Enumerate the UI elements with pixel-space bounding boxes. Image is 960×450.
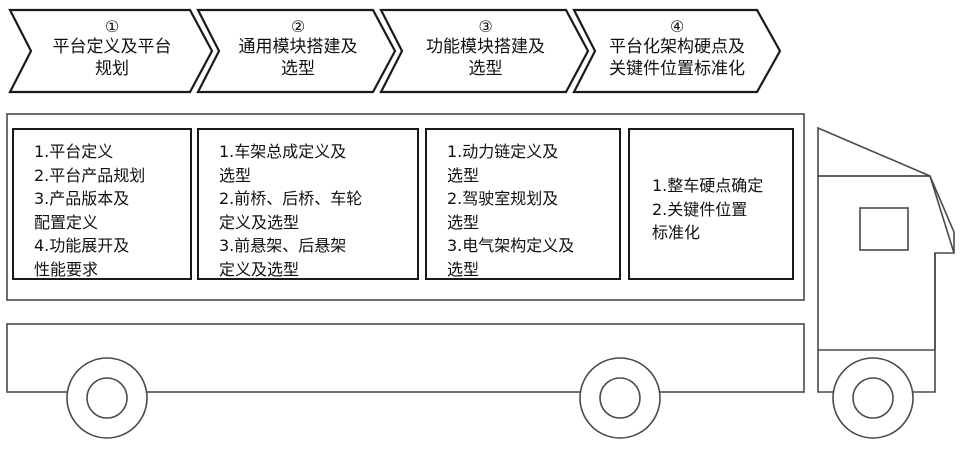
stage-number-2: ② <box>290 17 306 36</box>
box-item: 2.驾驶室规划及 选型 <box>447 189 559 232</box>
stage-box-3: 1.动力链定义及 选型 2.驾驶室规划及 选型 3.电气架构定义及 选型 <box>425 128 621 280</box>
stage-title-3: 功能模块搭建及 选型 <box>426 37 545 79</box>
box-item: 2.平台产品规划 <box>34 165 146 185</box>
stage-box-1: 1.平台定义 2.平台产品规划 3.产品版本及 配置定义 4.功能展开及 性能要… <box>12 128 192 280</box>
chevron-arrow-3 <box>379 8 590 94</box>
box-item: 2.关键件位置 标准化 <box>652 199 748 243</box>
cab-window <box>859 207 909 251</box>
stage-title-2: 通用模块搭建及 选型 <box>238 37 358 79</box>
truck-cab <box>817 126 955 393</box>
stage-number-4: ④ <box>669 17 685 36</box>
wheel-middle <box>579 357 661 439</box>
stage-label-2: ② 通用模块搭建及 选型 <box>220 18 376 90</box>
cargo-lower-panel <box>6 323 805 393</box>
stage-box-4: 1.整车硬点确定 2.关键件位置 标准化 <box>628 128 794 280</box>
box-item: 2.前桥、后桥、车轮 定义及选型 <box>219 189 363 232</box>
box-item: 3.前悬架、后悬架 定义及选型 <box>219 236 347 279</box>
box-item: 1.平台定义 <box>34 142 114 161</box>
wheel-rear <box>66 357 148 439</box>
stage-box-2: 1.车架总成定义及 选型 2.前桥、后桥、车轮 定义及选型 3.前悬架、后悬架 … <box>197 128 419 280</box>
box-item: 3.电气架构定义及 选型 <box>447 236 575 279</box>
cab-roof-deflector <box>817 126 931 177</box>
box-item: 4.功能展开及 性能要求 <box>34 236 130 279</box>
stage-label-3: ③ 功能模块搭建及 选型 <box>403 18 568 90</box>
stage-title-4: 平台化架构硬点及 关键件位置标准化 <box>609 37 745 79</box>
stage-label-1: ① 平台定义及平台 规划 <box>32 18 192 90</box>
stage-number-1: ① <box>104 17 120 36</box>
chevron-arrow-1 <box>8 8 214 94</box>
box-item: 1.整车硬点确定 <box>652 176 764 195</box>
stage-number-3: ③ <box>478 17 493 36</box>
chevron-arrow-2 <box>196 8 397 94</box>
cargo-upper-panel <box>6 113 805 301</box>
box-item: 1.动力链定义及 选型 <box>447 142 559 185</box>
stage-label-4: ④ 平台化架构硬点及 关键件位置标准化 <box>594 18 760 90</box>
box-item: 1.车架总成定义及 选型 <box>219 142 347 185</box>
stage-title-1: 平台定义及平台 规划 <box>52 37 172 79</box>
wheel-front <box>832 357 914 439</box>
box-item: 3.产品版本及 配置定义 <box>34 189 130 232</box>
chevron-arrow-4 <box>572 8 782 94</box>
